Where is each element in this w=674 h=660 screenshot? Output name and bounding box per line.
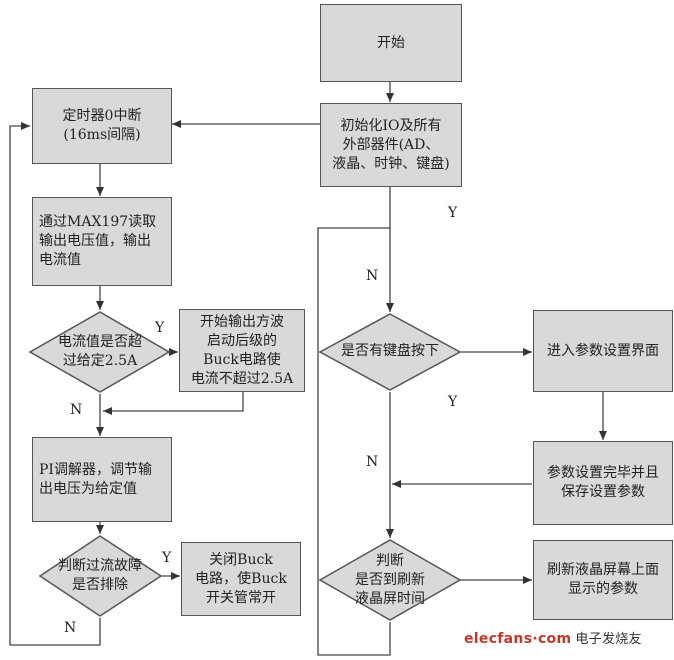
close-buck-box: 关闭Buck 电路，使Buck 开关管常开	[181, 542, 301, 616]
close-buck-text: 关闭Buck 电路，使Buck 开关管常开	[195, 551, 287, 606]
label-y-fault: Y	[162, 550, 172, 566]
label-y-current: Y	[155, 320, 165, 336]
read-text: 通过MAX197读取 输出电压值，输出 电流值	[39, 214, 157, 268]
init-box: 初始化IO及所有 外部器件(AD、 液晶、时钟、键盘)	[320, 103, 462, 187]
lcd-refresh-box: 刷新液晶屏幕上面 显示的参数	[533, 540, 673, 620]
lcd-refresh-text: 刷新液晶屏幕上面 显示的参数	[547, 562, 659, 597]
timer-text: 定时器0中断 (16ms间隔)	[62, 108, 142, 143]
current-check-text: 电流值是否超 过给定2.5A	[58, 334, 142, 369]
square-wave-text: 开始输出方波 启动后级的 Buck电路使 电流不超过2.5A	[190, 313, 294, 387]
init-text: 初始化IO及所有 外部器件(AD、 液晶、时钟、键盘)	[332, 117, 450, 172]
lcd-check-text: 判断 是否到刷新 液晶屏时间	[355, 553, 425, 607]
decision-lcd-check-shape	[318, 539, 462, 621]
label-n-key: N	[366, 268, 379, 284]
start-text: 开始	[377, 34, 405, 51]
arrow-fault-loop	[9, 122, 101, 646]
param-save-text: 参数设置完毕并且 保存设置参数	[547, 465, 659, 500]
label-y-key: Y	[448, 394, 458, 410]
label-n-current: N	[70, 402, 83, 418]
square-wave-box: 开始输出方波 启动后级的 Buck电路使 电流不超过2.5A	[179, 309, 305, 392]
watermark-cn: 电子发烧友	[575, 632, 642, 647]
arrow-lcd-loop	[317, 227, 391, 656]
decision-fault-check-shape	[38, 535, 163, 617]
pi-text: PI调解器，调节输 出电压为给定值	[39, 461, 152, 497]
label-n-lcd: N	[366, 454, 379, 470]
fault-check-text: 判断过流故障 是否排除	[58, 558, 142, 593]
watermark-brand: elecfans·com	[464, 631, 572, 647]
label-n-fault: N	[64, 620, 77, 636]
param-enter-text: 进入参数设置界面	[547, 342, 659, 359]
arrow-square-return	[103, 392, 244, 415]
start-box: 开始	[320, 4, 462, 82]
pi-box: PI调解器，调节输 出电压为给定值	[32, 437, 172, 522]
read-box: 通过MAX197读取 输出电压值，输出 电流值	[32, 197, 172, 286]
timer-box: 定时器0中断 (16ms间隔)	[32, 88, 172, 164]
label-y-init: Y	[448, 205, 458, 221]
decision-current-check-shape	[28, 311, 171, 393]
param-enter-box: 进入参数设置界面	[533, 310, 673, 392]
decision-key-check-shape	[318, 313, 462, 391]
param-save-box: 参数设置完毕并且 保存设置参数	[533, 441, 673, 525]
key-check-text: 是否有键盘按下	[341, 343, 439, 359]
